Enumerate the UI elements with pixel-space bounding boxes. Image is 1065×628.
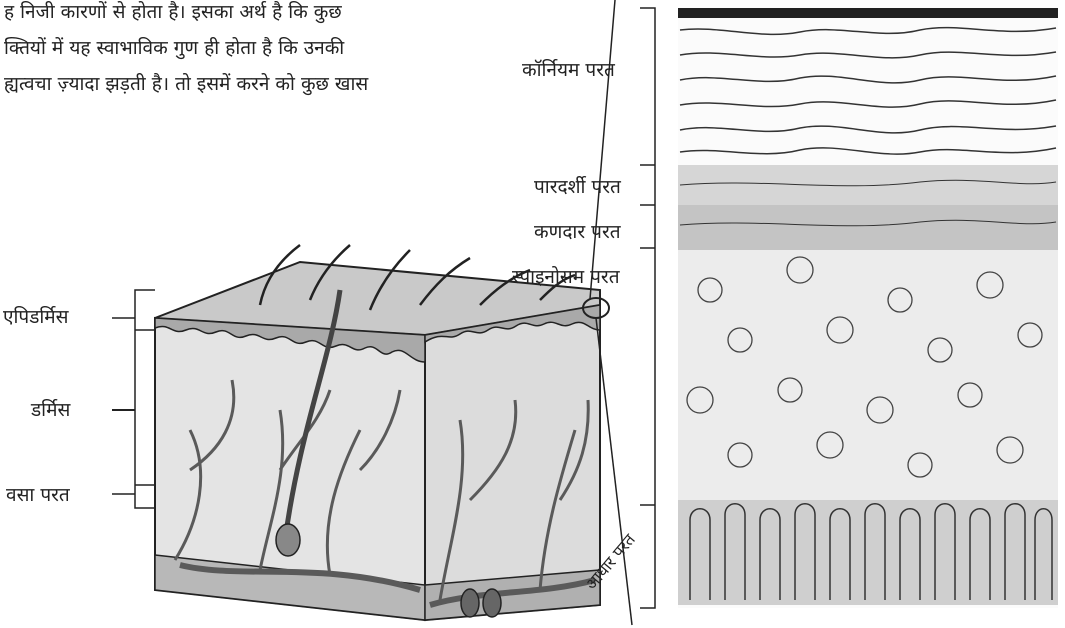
skin-block-illustration	[112, 245, 609, 620]
label-fat-layer: वसा परत	[6, 481, 70, 507]
label-dermis: डर्मिस	[31, 396, 70, 422]
epidermis-magnified-illustration	[640, 8, 1058, 608]
label-epidermis: एपिडर्मिस	[3, 303, 69, 329]
label-spinosum: स्पाइनोसम परत	[512, 263, 620, 289]
label-granulosum: कणदार परत	[534, 218, 621, 244]
label-lucidum: पारदर्शी परत	[534, 173, 621, 199]
label-corneum: कॉर्नियम परत	[522, 56, 615, 82]
